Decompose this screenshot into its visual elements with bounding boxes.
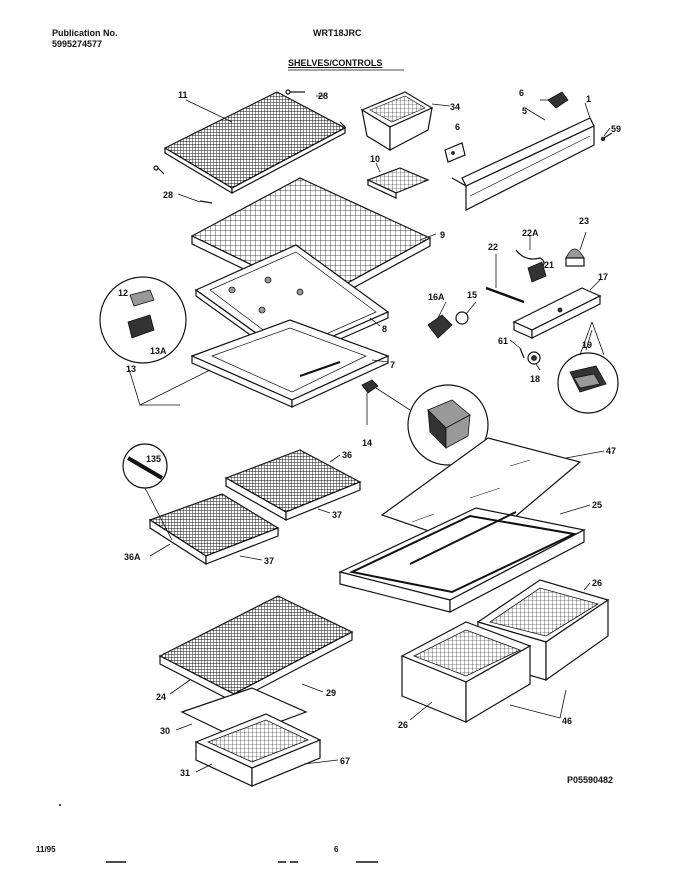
- callout-6: 6: [519, 88, 524, 98]
- part-25-crisper-cover: [338, 507, 586, 613]
- callout-47: 47: [606, 446, 616, 456]
- callout-34: 34: [450, 102, 460, 112]
- footer-marks: [59, 804, 378, 863]
- part-6-bracket: [444, 142, 466, 163]
- callout-28: 28: [318, 91, 328, 101]
- part-10-ice-tray: [366, 167, 430, 199]
- part-14-clip: [361, 379, 379, 425]
- part-36a-wire-shelf: [148, 493, 280, 566]
- callout-26-left: 26: [398, 720, 408, 730]
- part-18-knob: [527, 351, 541, 365]
- publication-label: Publication No.: [52, 28, 118, 38]
- part-6-thermostat-bracket: [540, 91, 569, 109]
- callout-135: 135: [146, 454, 161, 464]
- detail-circle-19: [557, 321, 619, 414]
- part-26-crisper-drawer-left: [400, 621, 532, 724]
- callout-25: 25: [592, 500, 602, 510]
- callout-22: 22: [488, 242, 498, 252]
- callout-31: 31: [180, 768, 190, 778]
- part-15-bulb: [455, 311, 469, 325]
- callout-37-lower: 37: [264, 556, 274, 566]
- callout-24: 24: [156, 692, 166, 702]
- detail-circle-12-13a: [99, 276, 211, 406]
- callout-19: 19: [582, 340, 592, 350]
- callout-6-bracket: 6: [455, 122, 460, 132]
- part-28-shelf-pins: [153, 89, 347, 204]
- callout-1: 1: [586, 94, 591, 104]
- part-30-glass-panel: [180, 687, 308, 739]
- callout-15: 15: [467, 290, 477, 300]
- callout-36: 36: [342, 450, 352, 460]
- callout-22a: 22A: [522, 228, 539, 238]
- publication-number: 5995274577: [52, 39, 103, 49]
- callout-14: 14: [362, 438, 372, 448]
- callout-21: 21: [544, 260, 554, 270]
- callout-7: 7: [390, 360, 395, 370]
- part-31-meat-keeper: [194, 713, 322, 787]
- part-5-control-housing: [451, 117, 595, 211]
- part-36-wire-shelf: [224, 449, 362, 522]
- part-22-rod: [485, 286, 525, 304]
- callout-5: 5: [522, 106, 527, 116]
- callout-11: 11: [178, 90, 188, 100]
- model-number: WRT18JRC: [313, 28, 362, 38]
- callout-8: 8: [382, 324, 387, 334]
- callout-12: 12: [118, 288, 128, 298]
- leader-lines: [149, 95, 611, 773]
- part-22a-harness: [515, 249, 547, 283]
- callout-26-right: 26: [592, 578, 602, 588]
- page-number: 6: [334, 845, 339, 854]
- footer-date: 11/95: [36, 845, 56, 854]
- callout-46: 46: [562, 716, 572, 726]
- part-7-shelf-tray: [190, 319, 390, 408]
- detail-circle-14: [375, 384, 489, 466]
- callout-61: 61: [498, 336, 508, 346]
- callout-30: 30: [160, 726, 170, 736]
- part-17-housing: [512, 287, 602, 339]
- callout-labels: 11 28 34 6 5 1 59 6 10 28 9 22A 23 22 21…: [118, 88, 621, 778]
- part-135-detail: [122, 443, 173, 541]
- callout-18: 18: [530, 374, 540, 384]
- figure-code: P05590482: [567, 775, 614, 785]
- part-61-screw: [519, 347, 525, 359]
- callout-13a: 13A: [150, 346, 167, 356]
- callout-67: 67: [340, 756, 350, 766]
- callout-10: 10: [370, 154, 380, 164]
- callout-29: 29: [326, 688, 336, 698]
- part-34-ice-bin: [360, 91, 434, 152]
- callout-16a: 16A: [428, 292, 445, 302]
- section-title: SHELVES/CONTROLS: [288, 58, 383, 68]
- callout-28-lower: 28: [163, 190, 173, 200]
- callout-13: 13: [126, 364, 136, 374]
- callout-23: 23: [579, 216, 589, 226]
- part-29-wire-shelf: [158, 595, 354, 703]
- callout-37: 37: [332, 510, 342, 520]
- part-11-wire-shelf: [163, 91, 347, 195]
- part-16a-thermostat: [427, 314, 453, 339]
- callout-59: 59: [611, 124, 621, 134]
- part-59-screw: [600, 132, 613, 142]
- callout-9: 9: [440, 230, 445, 240]
- callout-17: 17: [598, 272, 608, 282]
- part-23-light-socket: [565, 248, 585, 267]
- callout-36a: 36A: [124, 552, 141, 562]
